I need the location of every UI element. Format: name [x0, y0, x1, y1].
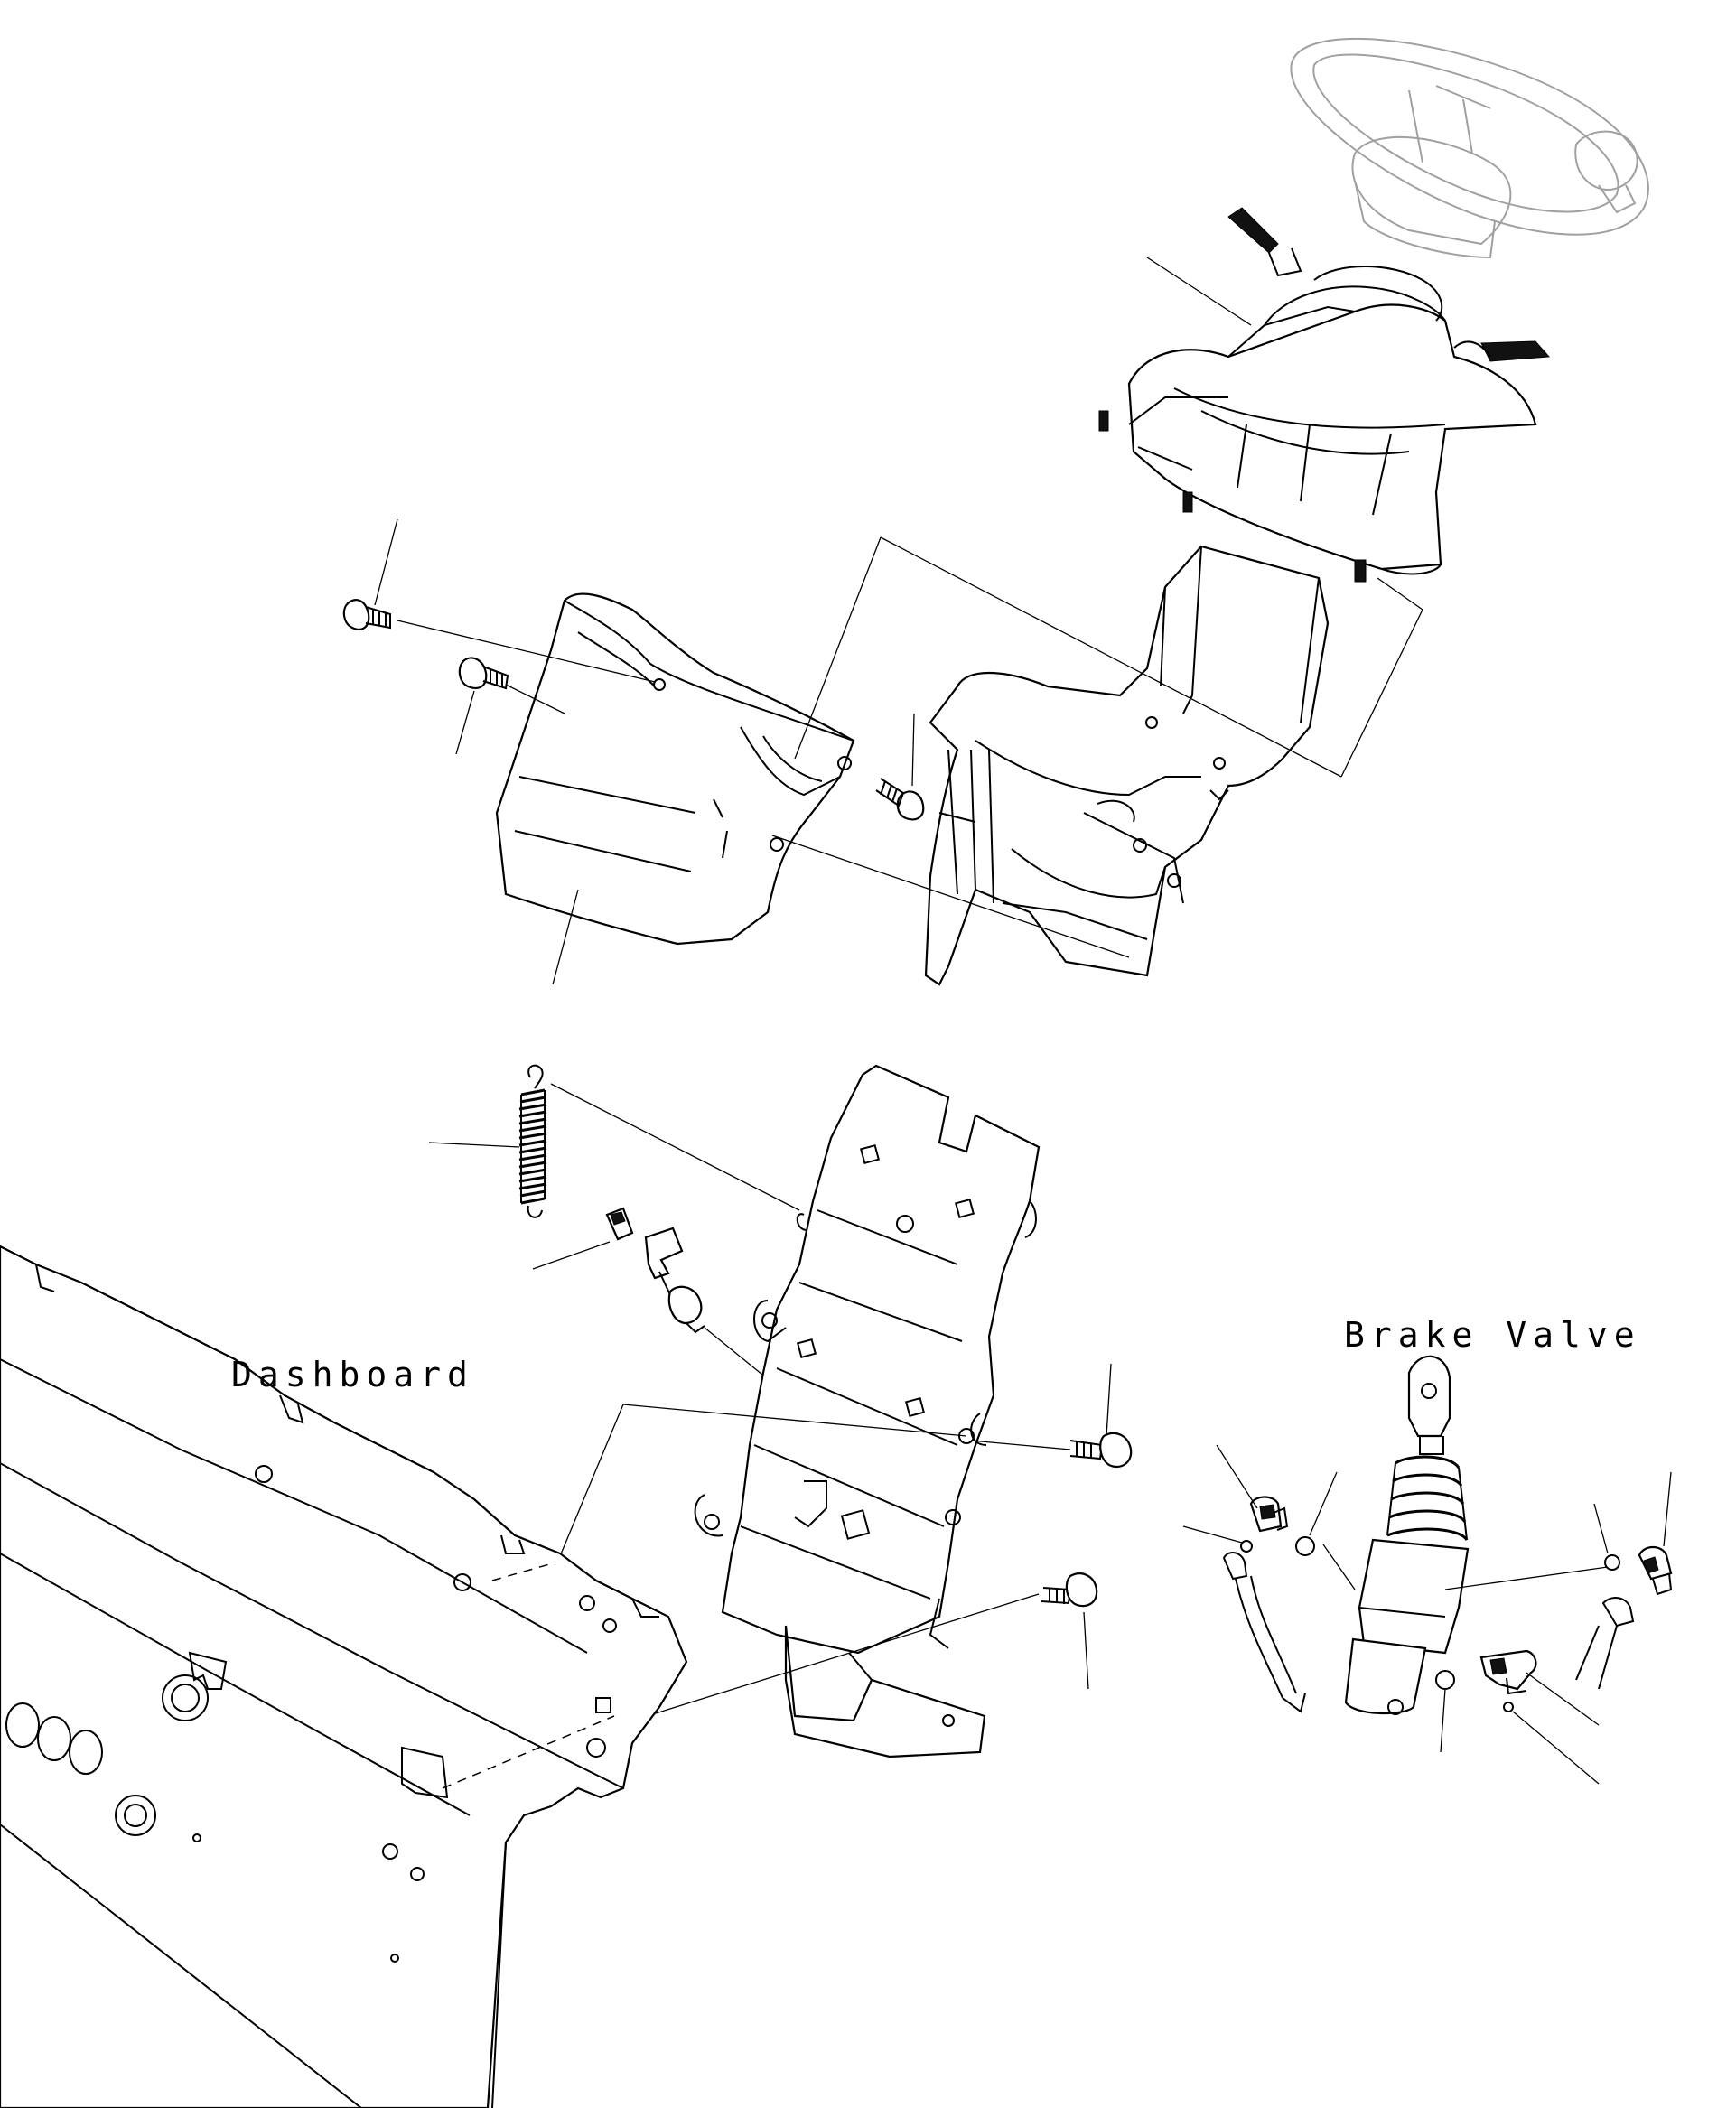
- o-ring-icon: [1295, 1471, 1338, 1556]
- dashboard-label: Dashboard: [231, 1355, 474, 1394]
- bolt-icon: [342, 599, 391, 630]
- hose: [1575, 1597, 1635, 1690]
- steering-column-assembly: [1098, 207, 1551, 583]
- dashboard-panel: [0, 1245, 688, 2108]
- o-ring-icon: [1593, 1503, 1620, 1571]
- fitting-icon: [1638, 1471, 1673, 1596]
- bolt-icon: [555, 1363, 1133, 1568]
- o-ring-icon: [1435, 1670, 1455, 1753]
- leader-lines-upper: [374, 518, 1423, 985]
- fitting-icon: [1479, 1649, 1600, 1726]
- o-ring-icon: [1503, 1702, 1600, 1785]
- mounting-bracket: [694, 1064, 1041, 1758]
- hose: [1222, 1552, 1306, 1713]
- steering-wheel-icon: [1290, 37, 1649, 259]
- steering-column-cover: [924, 545, 1330, 986]
- fitting-icon: [1216, 1444, 1289, 1533]
- clip-and-switch: [532, 1207, 778, 1387]
- o-ring-icon: [1182, 1525, 1253, 1553]
- spring-icon: [428, 1064, 800, 1218]
- bolt-icon: [875, 778, 925, 821]
- bolt-icon: [631, 1572, 1098, 1721]
- lower-steering-cover: [495, 592, 855, 946]
- brake-valve-label: Brake Valve: [1344, 1315, 1641, 1355]
- brake-valve: [1322, 1355, 1609, 1715]
- bolt-icon: [458, 657, 509, 690]
